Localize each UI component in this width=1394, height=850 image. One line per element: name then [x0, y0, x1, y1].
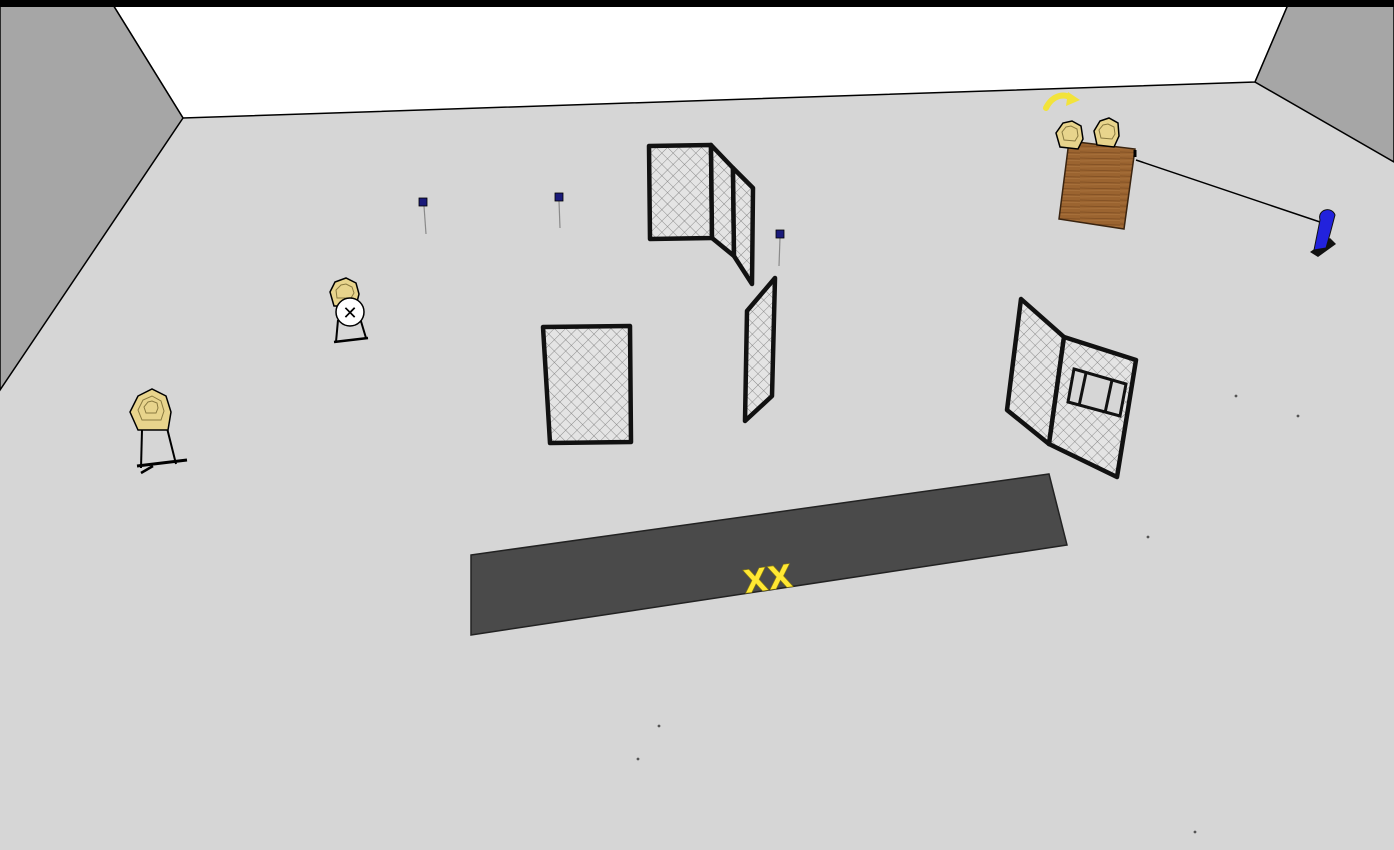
- barricade-single-panel: [543, 326, 631, 443]
- table-top: [1059, 141, 1135, 229]
- start-box-mark: XX: [741, 557, 795, 602]
- svg-text:✕: ✕: [342, 303, 357, 324]
- top-border: [0, 0, 1394, 7]
